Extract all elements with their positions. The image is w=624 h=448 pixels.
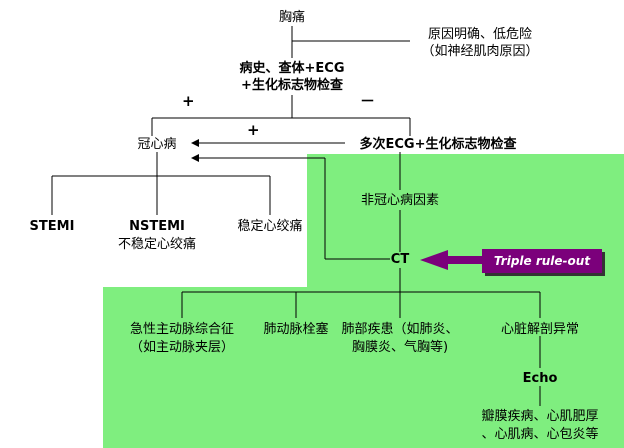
sign-plus-mid: + xyxy=(247,121,260,139)
node-aortic-2: （如主动脉夹层） xyxy=(129,340,234,355)
node-stemi: STEMI xyxy=(29,219,75,234)
sign-minus-right: － xyxy=(360,92,376,110)
node-unstable-angina: 不稳定心绞痛 xyxy=(117,237,196,252)
node-echo-result-2: 、心肌病、心包炎等 xyxy=(481,427,599,442)
sign-plus-left: + xyxy=(182,92,195,110)
node-nstemi: NSTEMI xyxy=(129,219,185,234)
node-history-2: +生化标志物检查 xyxy=(241,78,343,93)
node-echo-result-1: 瓣膜疾病、心肌肥厚 xyxy=(481,409,599,424)
node-cad: 冠心病 xyxy=(137,137,177,152)
node-repeat-ecg: 多次ECG+生化标志物检查 xyxy=(359,137,517,152)
node-history-1: 病史、查体+ECG xyxy=(239,61,345,76)
green-zone-lower xyxy=(103,287,624,448)
node-low-risk-2: （如神经肌肉原因） xyxy=(421,44,539,59)
node-stable-angina: 稳定心绞痛 xyxy=(237,219,303,234)
node-lung-2: 胸膜炎、气胸等) xyxy=(351,340,449,355)
node-echo: Echo xyxy=(522,371,558,386)
arrow-triple-rule-out xyxy=(420,250,484,270)
node-aortic-1: 急性主动脉综合征 xyxy=(129,322,234,337)
node-low-risk-1: 原因明确、低危险 xyxy=(427,27,532,42)
node-ct: CT xyxy=(390,252,410,267)
node-chest-pain: 胸痛 xyxy=(278,10,305,25)
node-cardiac-anatomy: 心脏解剖异常 xyxy=(500,322,579,337)
node-pe: 肺动脉栓塞 xyxy=(263,322,329,337)
triple-rule-out-box: Triple rule-out xyxy=(482,249,602,273)
node-lung-1: 肺部疾患（如肺炎、 xyxy=(341,322,459,337)
node-non-cad-factors: 非冠心病因素 xyxy=(360,193,439,208)
